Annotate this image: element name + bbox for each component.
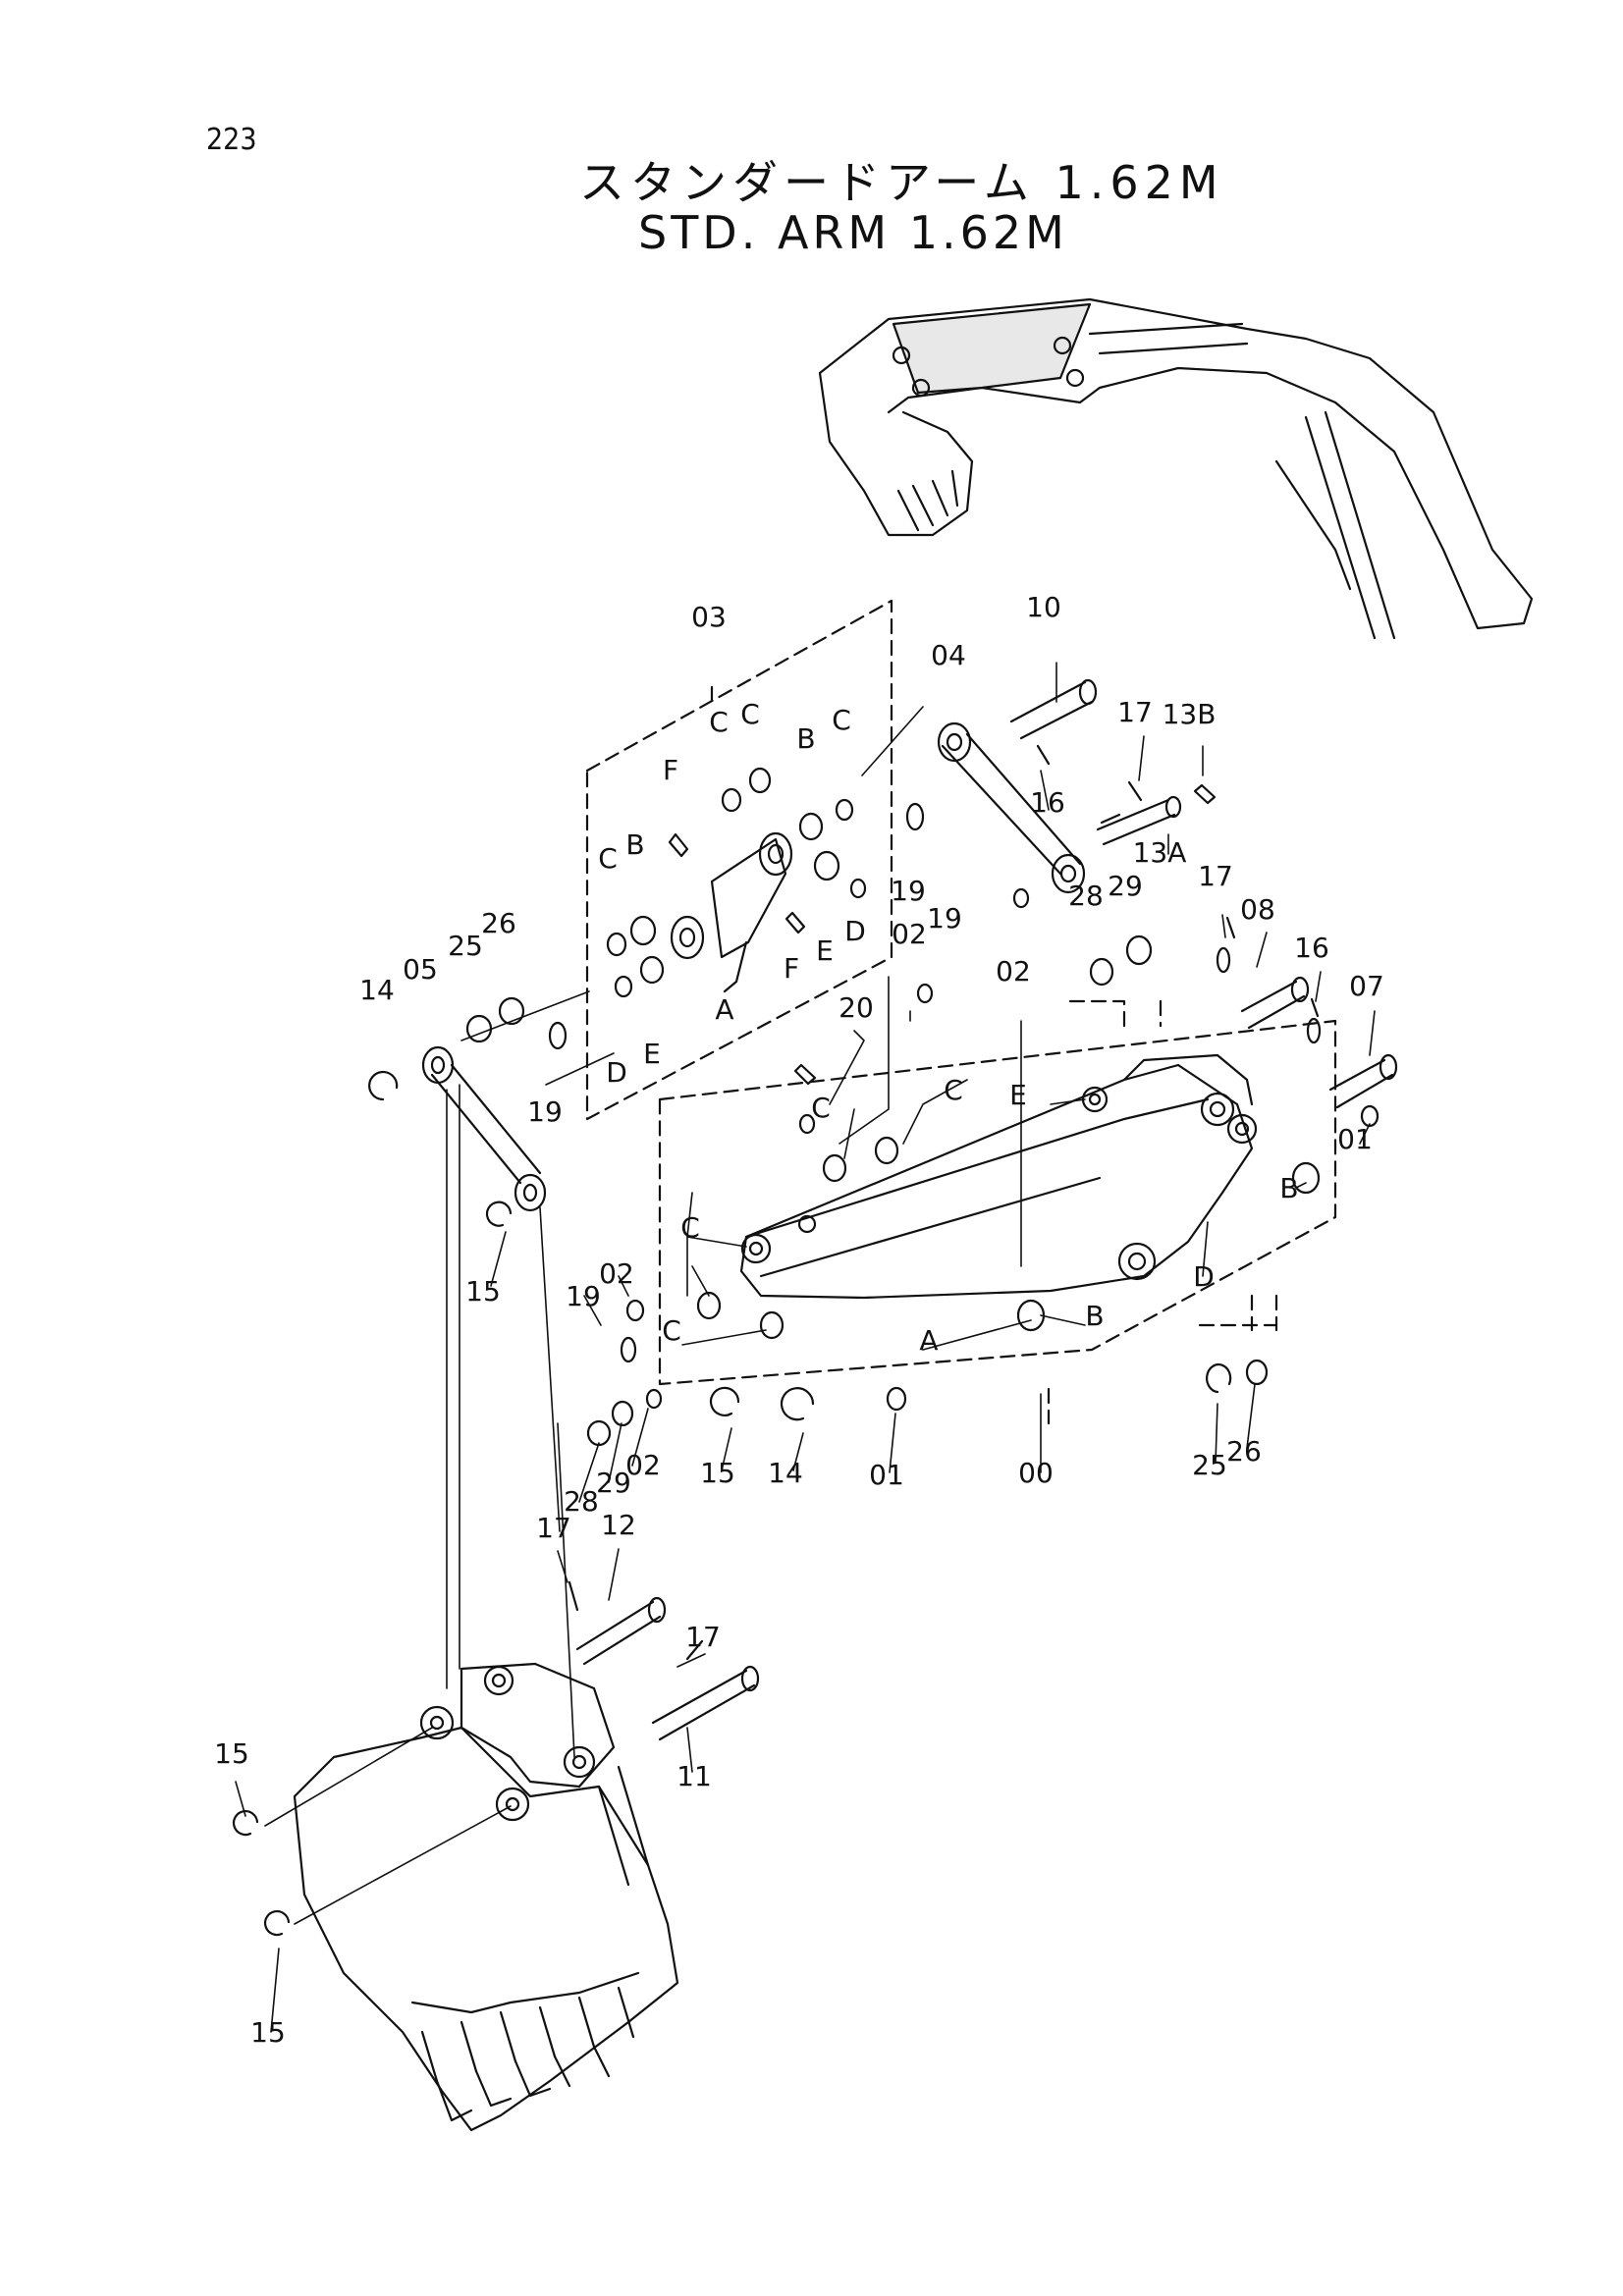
title-english: STD. ARM 1.62M xyxy=(638,206,1068,259)
callout-c-13a: 13A xyxy=(1133,836,1187,869)
callout-c-02a: 02 xyxy=(892,918,927,950)
callout-c-29a: 29 xyxy=(1108,870,1143,902)
page-number: 223 xyxy=(206,123,257,157)
callout-c-07: 07 xyxy=(1349,970,1384,1002)
callout-c-dd1: D xyxy=(844,915,866,947)
link-04 xyxy=(937,721,1086,894)
callout-c-15a: 15 xyxy=(465,1275,501,1308)
callout-c-cc3: C xyxy=(832,704,851,736)
callout-c-29b: 29 xyxy=(596,1467,631,1499)
callout-c-15c: 15 xyxy=(214,1737,249,1770)
callout-c-16b: 16 xyxy=(1294,932,1329,964)
callout-c-02b: 02 xyxy=(996,955,1031,988)
callout-c-19a: 19 xyxy=(891,875,926,907)
callout-c-ee1: E xyxy=(816,934,834,967)
callout-c-28a: 28 xyxy=(1068,880,1104,912)
callout-c-11: 11 xyxy=(676,1760,712,1792)
callout-c-13b: 13B xyxy=(1163,698,1217,730)
callout-c-19c: 19 xyxy=(527,1095,563,1128)
callout-c-14a: 14 xyxy=(359,974,395,1006)
callout-c-cc4: C xyxy=(598,842,618,875)
callout-c-17c: 17 xyxy=(536,1512,571,1544)
callout-c-cc5: C xyxy=(944,1074,963,1106)
callout-c-17b: 17 xyxy=(1198,860,1233,892)
callout-c-bb2: B xyxy=(625,828,644,861)
callout-c-01a: 01 xyxy=(1337,1123,1373,1155)
boundary-arm-assembly-00 xyxy=(658,1019,1337,1386)
callout-c-aa2: A xyxy=(919,1324,938,1357)
callout-c-ff2: F xyxy=(784,952,799,985)
callout-c-14b: 14 xyxy=(768,1457,803,1489)
callout-c-bb1: B xyxy=(796,722,815,755)
link-assembly xyxy=(670,831,793,993)
callout-c-28b: 28 xyxy=(564,1485,599,1518)
assembly-boundaries xyxy=(585,599,1337,1425)
callout-c-03: 03 xyxy=(691,601,727,633)
callout-c-08: 08 xyxy=(1240,893,1275,926)
callout-c-17d: 17 xyxy=(685,1621,721,1653)
callout-c-dd3: D xyxy=(1193,1260,1215,1293)
excavator-overview-inset xyxy=(818,297,1534,640)
callout-c-ff1: F xyxy=(663,754,678,786)
callout-c-dd2: D xyxy=(606,1056,627,1089)
callout-c-05: 05 xyxy=(403,953,438,986)
pins xyxy=(575,678,1398,1741)
arm-main-body xyxy=(739,1053,1258,1300)
callout-c-19b: 19 xyxy=(927,902,962,934)
callout-c-aa1: A xyxy=(715,993,733,1026)
callout-c-25b: 25 xyxy=(1192,1449,1227,1481)
callout-c-cc1: C xyxy=(709,706,729,738)
link-05 xyxy=(421,1045,547,1212)
callout-c-02c: 02 xyxy=(599,1257,634,1290)
grease-fittings xyxy=(668,783,1217,1086)
callout-c-cc6: C xyxy=(811,1092,831,1124)
callout-c-00: 00 xyxy=(1018,1457,1054,1489)
leader-lines xyxy=(235,662,1376,2033)
callout-c-26b: 26 xyxy=(1226,1435,1262,1468)
callout-c-10: 10 xyxy=(1026,591,1061,623)
callout-c-ee2: E xyxy=(643,1038,661,1070)
callout-c-25a: 25 xyxy=(448,930,483,962)
callout-c-02d: 02 xyxy=(625,1449,661,1481)
callout-c-cc7: C xyxy=(680,1211,700,1244)
callout-c-ee3: E xyxy=(1009,1079,1027,1111)
callout-c-16a: 16 xyxy=(1030,786,1065,819)
callout-c-15b: 15 xyxy=(700,1457,735,1489)
callout-c-12: 12 xyxy=(601,1509,636,1541)
bushings-and-washers xyxy=(232,744,1380,1937)
callout-c-15d: 15 xyxy=(250,2016,286,2049)
callout-c-cc8: C xyxy=(662,1314,681,1347)
callout-c-20: 20 xyxy=(839,991,874,1024)
callout-c-19d: 19 xyxy=(566,1280,601,1312)
callout-c-26a: 26 xyxy=(481,907,516,939)
bucket xyxy=(293,1662,679,2132)
callout-c-17a: 17 xyxy=(1117,696,1153,728)
callout-c-bb3: B xyxy=(1279,1172,1298,1204)
callout-c-cc2: C xyxy=(740,698,760,730)
callout-c-04: 04 xyxy=(931,639,966,671)
title-japanese: スタンダードアーム 1.62M xyxy=(579,156,1224,209)
boundary-link-assembly-03 xyxy=(585,599,893,1121)
callout-c-01b: 01 xyxy=(869,1459,904,1491)
callout-c-bb4: B xyxy=(1085,1300,1104,1332)
